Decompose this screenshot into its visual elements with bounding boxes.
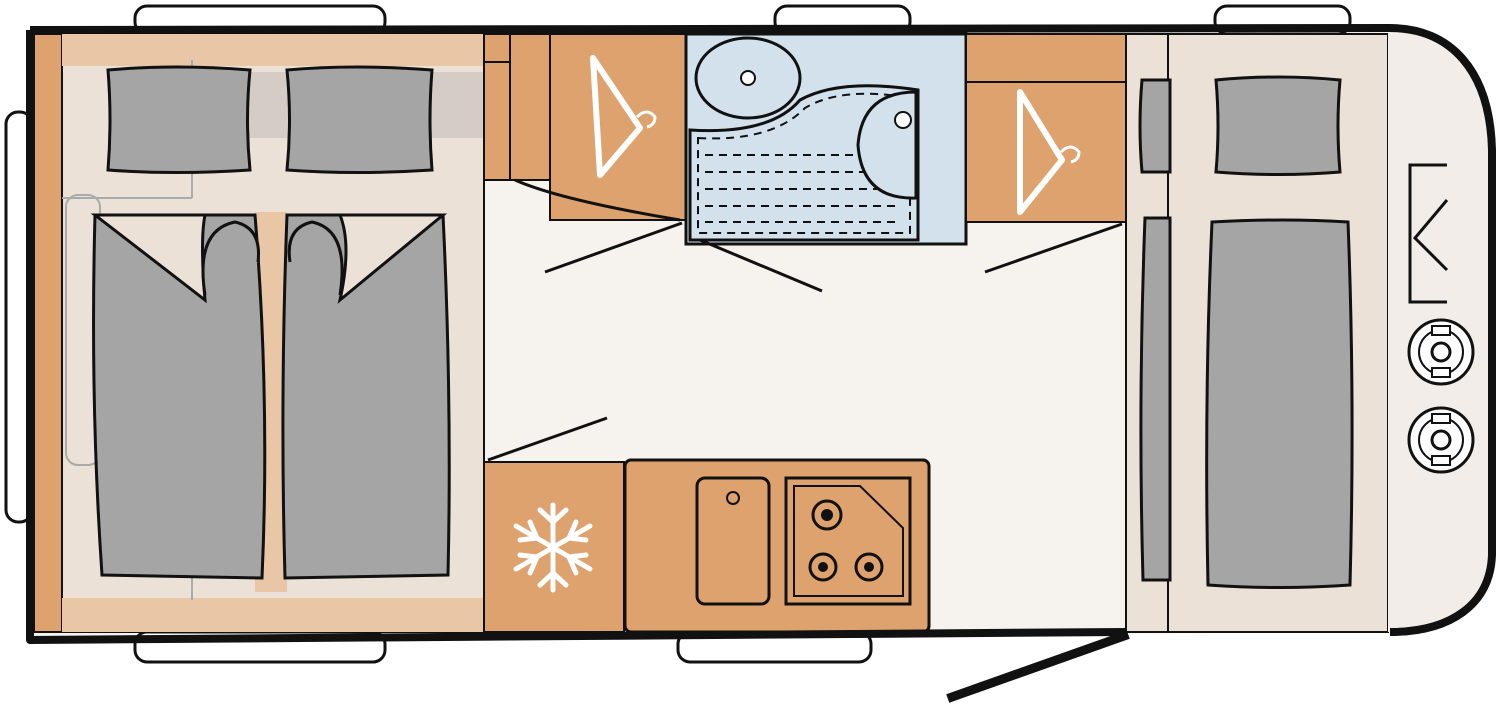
bed-sheet-fold-left <box>90 213 207 304</box>
wardrobe-right-top <box>965 33 1127 83</box>
wardrobe-narrow <box>483 33 551 181</box>
wardrobe-left <box>549 33 687 221</box>
bed-mattress-right <box>281 213 451 580</box>
burner-icon <box>808 499 884 582</box>
locker-bracket-icon <box>1408 163 1449 304</box>
bed-head-bump-left <box>201 220 261 296</box>
gas-bottle-icon <box>1407 318 1475 386</box>
entrance-door[interactable] <box>946 630 1130 703</box>
hanger-icon <box>1017 89 1081 215</box>
gas-bottle-icon <box>1407 406 1475 474</box>
bed-footboard-shelf <box>62 598 484 632</box>
caravan-outer-wall <box>29 24 1496 636</box>
sink-drain <box>726 491 740 505</box>
washbasin-drain <box>740 70 756 86</box>
bed-head-bump-right <box>287 220 344 296</box>
pillow-right <box>285 65 434 174</box>
rear-wall-panel <box>33 33 63 633</box>
snowflake-icon <box>513 502 593 593</box>
shower-tray-pattern <box>705 154 900 223</box>
bed-sheet-fold-right <box>337 213 448 304</box>
seat-pillow <box>1214 75 1342 176</box>
door-swing-lines <box>487 178 1123 462</box>
backrest-cushion-top <box>1138 78 1172 174</box>
toilet-drain <box>894 111 912 129</box>
backrest-cushion-side <box>1139 216 1172 582</box>
bed-headboard-shelf <box>62 34 484 66</box>
pillow-left <box>106 65 252 174</box>
seat-cushion <box>1205 218 1354 589</box>
wardrobe-right <box>965 81 1127 223</box>
hanger-icon <box>590 55 657 178</box>
sink <box>695 476 771 606</box>
bed-mattress-left <box>92 213 267 580</box>
caravan-outer-wall <box>26 30 1127 644</box>
